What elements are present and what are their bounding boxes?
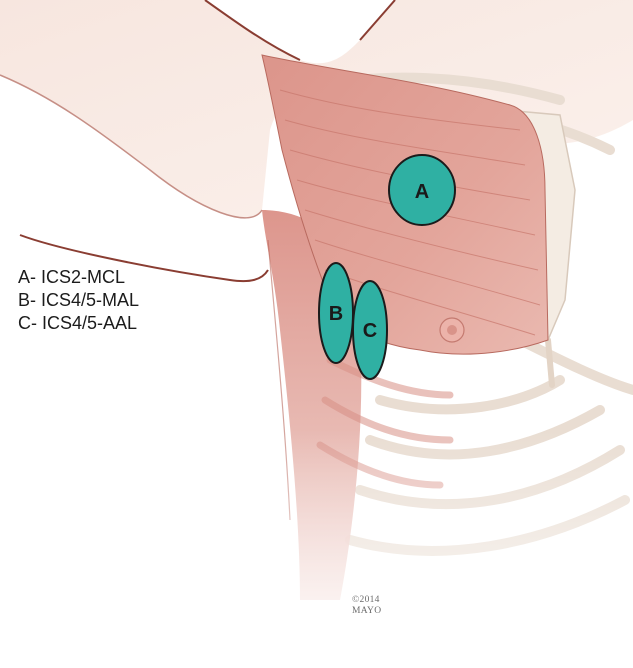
marker-a: A [389, 155, 455, 225]
legend-item-a: A- ICS2-MCL [18, 266, 139, 289]
copyright-owner: MAYO [352, 606, 412, 617]
legend-item-b: B- ICS4/5-MAL [18, 289, 139, 312]
copyright-year: ©2014 [352, 595, 412, 606]
marker-c-label: C [363, 320, 377, 342]
marker-a-label: A [415, 181, 429, 203]
legend-item-c: C- ICS4/5-AAL [18, 312, 139, 335]
marker-b-label: B [329, 303, 343, 325]
marker-c: C [353, 281, 387, 379]
marker-legend: A- ICS2-MCL B- ICS4/5-MAL C- ICS4/5-AAL [18, 266, 139, 335]
copyright-notice: ©2014 MAYO [352, 595, 412, 617]
marker-b: B [319, 263, 353, 363]
